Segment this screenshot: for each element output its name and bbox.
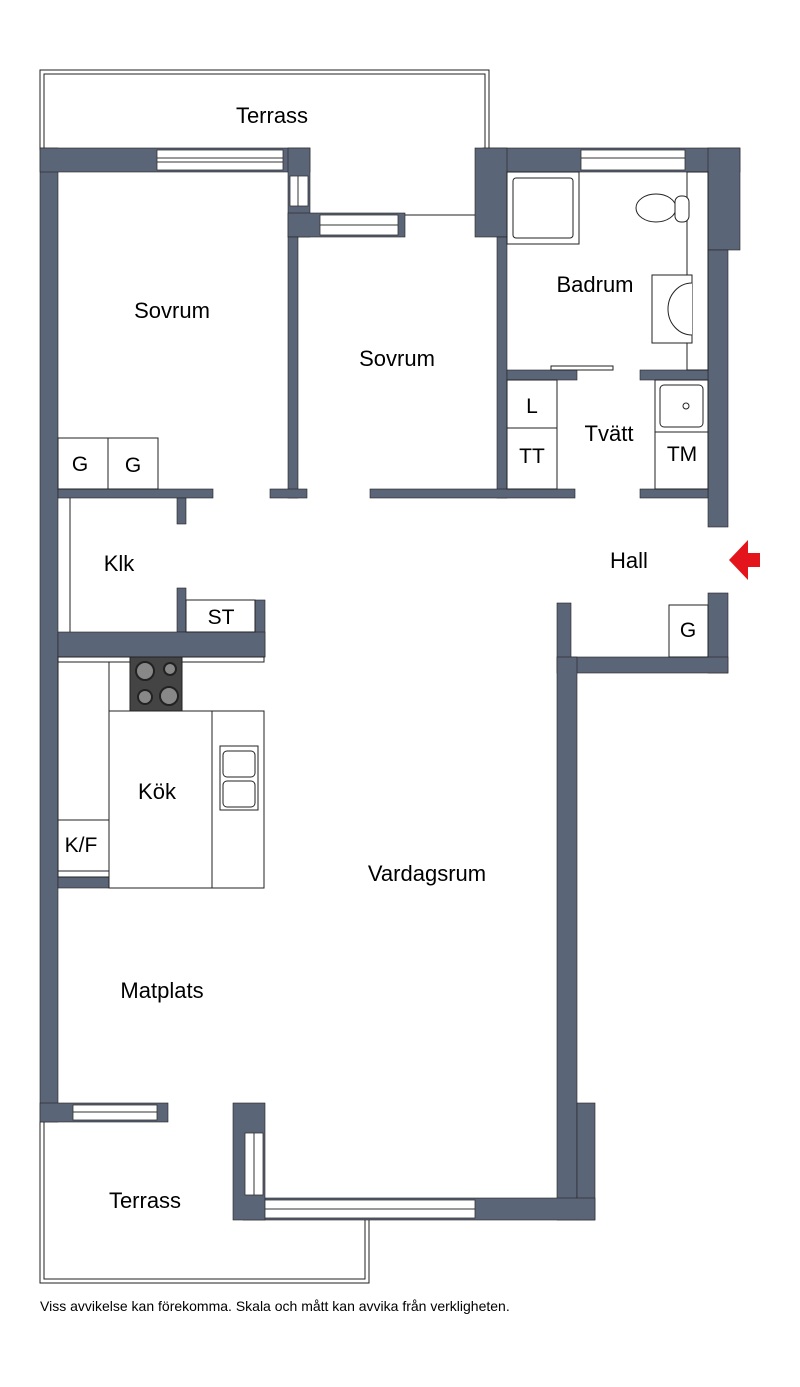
fixture-label-wardrobe: G (680, 619, 696, 642)
room-label-bathroom: Badrum (556, 272, 633, 297)
room-label-terrace-bottom: Terrass (109, 1188, 181, 1213)
room-label-laundry: Tvätt (585, 421, 634, 446)
fixture-label-storage: ST (208, 606, 235, 629)
terrace-bottom (39, 1122, 370, 1284)
disclaimer-note: Viss avvikelse kan förekomma. Skala och … (40, 1298, 510, 1314)
windows (72, 149, 686, 1219)
fixture-label-fridge-freezer: K/F (65, 834, 98, 857)
fixture-label-wardrobe: G (72, 453, 88, 476)
fixture-label-washer: TM (667, 443, 697, 466)
floor-plan: Terrass Sovrum Sovrum Badrum Tvätt Hall … (39, 69, 760, 1284)
room-label-bedroom-1: Sovrum (134, 298, 210, 323)
entrance-arrow-icon (729, 540, 760, 580)
bathroom-fixtures (506, 171, 709, 371)
room-label-kitchen: Kök (138, 779, 177, 804)
fixture-label-linen: L (526, 395, 538, 418)
room-label-hall: Hall (610, 548, 648, 573)
storage-units (57, 379, 709, 658)
terrace-top (39, 69, 490, 216)
fixture-label-dryer: TT (519, 445, 545, 468)
fixture-label-wardrobe: G (125, 454, 141, 477)
room-label-walk-in-closet: Klk (104, 551, 136, 576)
room-label-terrace-top: Terrass (236, 103, 308, 128)
room-label-bedroom-2: Sovrum (359, 346, 435, 371)
kitchen-fixtures (57, 498, 265, 889)
room-label-living-room: Vardagsrum (368, 861, 486, 886)
room-label-dining: Matplats (120, 978, 203, 1003)
